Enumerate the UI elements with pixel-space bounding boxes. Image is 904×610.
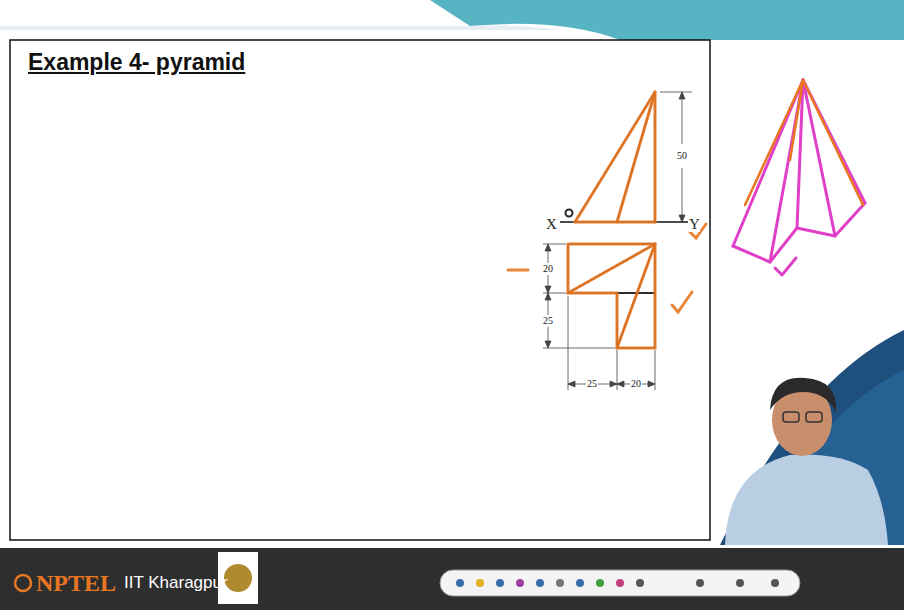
dimension-value: 20 xyxy=(542,263,554,275)
dimension-value: 20 xyxy=(630,378,642,390)
logo-text: NPTEL xyxy=(36,570,116,597)
dimension-value: 25 xyxy=(586,378,598,390)
axis-label: Y xyxy=(689,216,700,232)
dimension-value: 50 xyxy=(676,150,688,162)
institute-name: IIT Kharagpur xyxy=(124,573,228,593)
slide-title: Example 4- pyramid xyxy=(28,49,245,76)
dimension-value: 25 xyxy=(542,315,554,327)
axis-label: X xyxy=(546,216,557,232)
